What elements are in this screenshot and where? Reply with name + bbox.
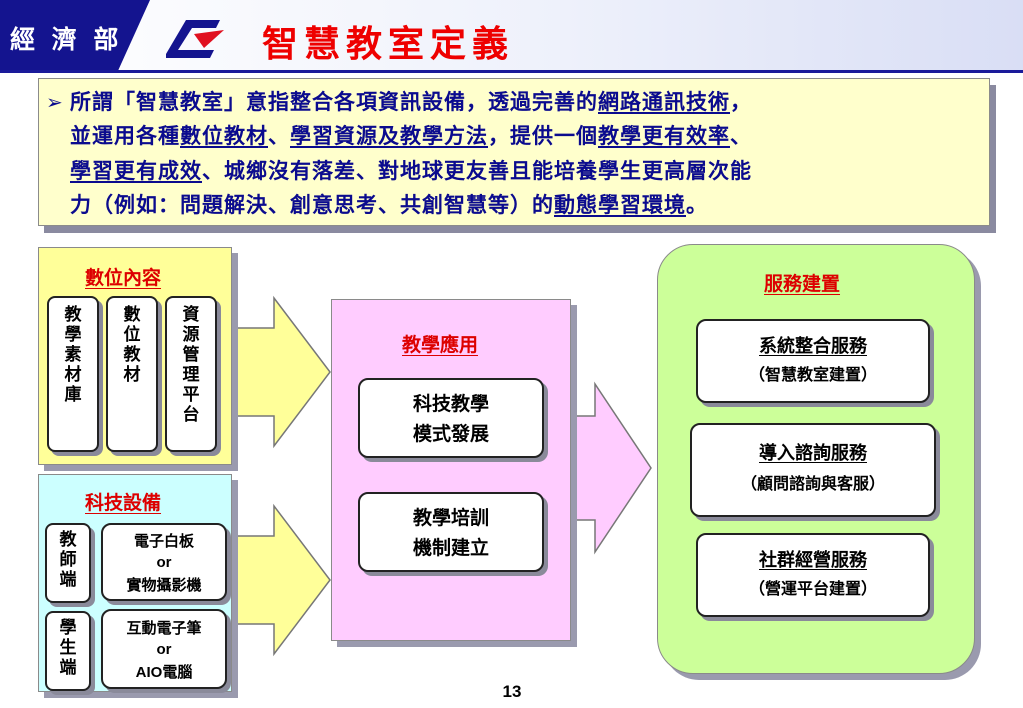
definition-box <box>38 78 990 226</box>
definition-line-3: 學習更有成效、城鄉沒有落差、對地球更友善且能培養學生更高層次能 <box>70 155 752 185</box>
text-segment: 力（例如：問題解決、創意思考、共創智慧等）的 <box>70 192 554 217</box>
vertical-char: 師 <box>59 550 77 570</box>
ministry-name: 經 濟 部 <box>10 25 123 54</box>
page-number: 13 <box>502 682 522 701</box>
card-line: 教學培訓 <box>412 507 489 529</box>
vertical-char: 教 <box>64 305 82 325</box>
text-segment: 、城鄉沒有落差、對地球更友善且能培養學生更高層次能 <box>202 158 752 183</box>
vertical-char: 教 <box>59 530 77 550</box>
text-segment: 、 <box>730 123 752 148</box>
vertical-char: 理 <box>182 365 200 385</box>
student-side-label: 學生端 <box>47 618 89 678</box>
vertical-char: 源 <box>182 325 200 345</box>
vertical-char: 學 <box>64 325 82 345</box>
service-card: 社群經營服務 （營運平台建置） <box>696 533 930 617</box>
header-rule <box>0 70 1023 73</box>
vertical-char: 教 <box>123 345 141 365</box>
vertical-char: 素 <box>64 345 82 365</box>
teacher-side-card: 教師端 <box>45 523 91 603</box>
key-phrase: 網路通訊技術 <box>598 89 730 114</box>
digital-content-title: 數位內容 <box>85 267 162 289</box>
device-computer: 電腦 <box>162 663 193 681</box>
service-name: 導入諮詢服務 <box>759 443 867 464</box>
vertical-char: 端 <box>59 658 77 678</box>
vertical-char: 平 <box>182 385 200 405</box>
content-card-teaching-materials: 教學素材庫 <box>47 296 99 452</box>
key-phrase: 學習資源及教學方法 <box>290 123 488 148</box>
content-card-resource-platform: 資源管理平台 <box>165 296 217 452</box>
vertical-char: 學 <box>59 618 77 638</box>
tech-equipment-panel: 科技設備 教師端 電子白板 or 實物攝影機 學生端 互動電子筆 or AIO電… <box>38 474 232 692</box>
vertical-char: 端 <box>59 570 77 590</box>
text-segment: ， <box>730 89 752 114</box>
service-detail: （顧問諮詢與客服） <box>740 474 885 493</box>
key-phrase: 動態學習環境 <box>554 192 686 217</box>
vertical-char: 數 <box>123 305 141 325</box>
vertical-char: 位 <box>123 325 141 345</box>
key-phrase: 教學更有效率 <box>598 123 730 148</box>
vertical-char: 管 <box>182 345 200 365</box>
vertical-char: 資 <box>182 305 200 325</box>
text-segment: 所謂「智慧教室」意指整合各項資訊設備，透過完善的 <box>70 89 598 114</box>
device-or: or <box>156 641 172 658</box>
student-device-card: 互動電子筆 or AIO電腦 <box>101 609 227 689</box>
services-panel: 服務建置 系統整合服務 （智慧教室建置） 導入諮詢服務 （顧問諮詢與客服） 社群… <box>657 244 975 674</box>
flow-arrow-right <box>568 381 652 555</box>
teaching-application-title: 教學應用 <box>402 334 479 356</box>
teaching-application-panel: 教學應用 科技教學 模式發展 教學培訓 機制建立 <box>331 299 571 641</box>
teacher-device-card: 電子白板 or 實物攝影機 <box>101 523 227 601</box>
text-segment: 。 <box>686 192 708 217</box>
definition-line-1: 所謂「智慧教室」意指整合各項資訊設備，透過完善的網路通訊技術， <box>70 86 752 116</box>
vertical-label: 數位教材 <box>108 305 156 385</box>
definition-line-4: 力（例如：問題解決、創意思考、共創智慧等）的動態學習環境。 <box>70 189 708 219</box>
card-line: 機制建立 <box>412 537 489 559</box>
service-detail: （營運平台建置） <box>748 579 877 598</box>
page-title: 智慧教室定義 <box>262 23 515 65</box>
flow-arrows-left <box>231 295 331 657</box>
card-line: 模式發展 <box>412 423 489 445</box>
device-aio: AIO <box>135 664 163 681</box>
text-segment: ，提供一個 <box>488 123 598 148</box>
vertical-char: 生 <box>59 638 77 658</box>
bullet-arrow-icon: ➢ <box>46 90 63 114</box>
text-segment: 、 <box>268 123 290 148</box>
key-phrase: 學習更有成效 <box>70 158 202 183</box>
key-phrase: 數位教材 <box>180 123 268 148</box>
device-line: AIO電腦 <box>103 661 225 684</box>
teacher-side-label: 教師端 <box>47 530 89 590</box>
service-name: 社群經營服務 <box>759 550 867 571</box>
service-name: 系統整合服務 <box>759 336 867 357</box>
tech-equipment-title: 科技設備 <box>85 492 162 514</box>
vertical-label: 資源管理平台 <box>167 305 215 425</box>
service-card: 導入諮詢服務 （顧問諮詢與客服） <box>690 423 936 517</box>
student-side-card: 學生端 <box>45 611 91 691</box>
device-line: 互動電子筆 <box>126 619 202 637</box>
device-line: 電子白板 <box>133 532 194 550</box>
services-title: 服務建置 <box>764 273 841 295</box>
content-card-digital-materials: 數位教材 <box>106 296 158 452</box>
vertical-char: 庫 <box>64 385 82 405</box>
teaching-app-card: 教學培訓 機制建立 <box>358 492 544 572</box>
vertical-char: 材 <box>64 365 82 385</box>
ministry-emblem-icon <box>166 20 224 58</box>
service-card: 系統整合服務 （智慧教室建置） <box>696 319 930 403</box>
header-background <box>0 0 1023 72</box>
digital-content-panel: 數位內容 教學素材庫 數位教材 資源管理平台 <box>38 247 232 465</box>
arrow-equipment-to-teaching <box>231 503 331 657</box>
vertical-label: 教學素材庫 <box>49 305 97 405</box>
service-detail: （智慧教室建置） <box>748 365 877 384</box>
vertical-char: 台 <box>182 405 200 425</box>
text-segment: 並運用各種 <box>70 123 180 148</box>
teaching-app-card: 科技教學 模式發展 <box>358 378 544 458</box>
device-line: 實物攝影機 <box>126 576 202 594</box>
device-or: or <box>156 554 172 571</box>
card-line: 科技教學 <box>412 393 489 415</box>
arrow-content-to-teaching <box>231 295 331 449</box>
definition-line-2: 並運用各種數位教材、學習資源及教學方法，提供一個教學更有效率、 <box>70 120 752 150</box>
vertical-char: 材 <box>123 365 141 385</box>
arrow-teaching-to-services <box>568 381 652 555</box>
